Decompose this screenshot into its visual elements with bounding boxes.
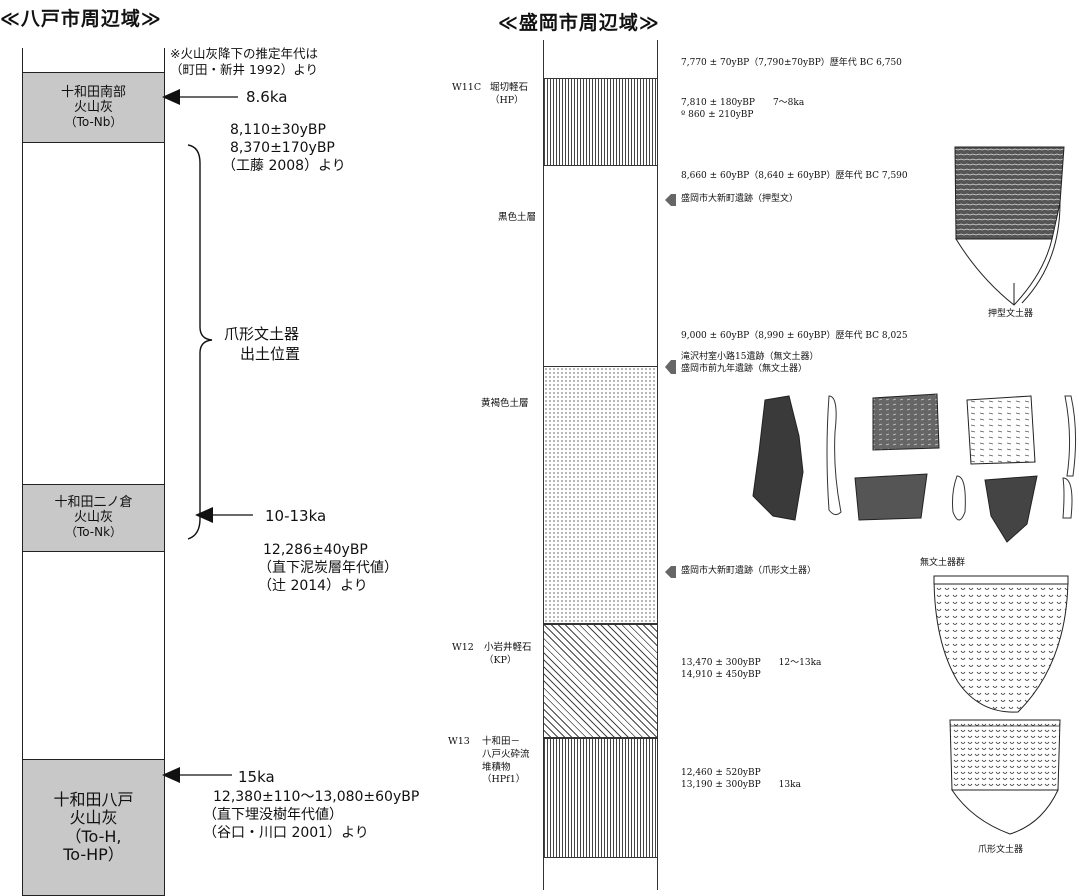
dates-10-13ka: 12,286±40yBP （直下泥炭層年代値） （辻 2014）より — [258, 541, 398, 596]
kp-pumice-layer — [543, 624, 658, 738]
date-line: º 860 ± 210yBP — [681, 110, 754, 121]
date-note: 7,770 ± 70yBP（7,790±70yBP）歴年代 BC 6,750 — [681, 58, 902, 68]
date-line: 8,110±30yBP — [230, 122, 326, 138]
date-line: （直下泥炭層年代値） — [258, 560, 398, 577]
hachinohe-title: ≪八戸市周辺域≫ — [0, 8, 162, 30]
layer-line: 火山灰 — [73, 510, 113, 526]
date-line: （工藤 2008）より — [222, 158, 346, 175]
pottery-caption: 押型文土器 — [988, 309, 1034, 319]
layer-line: 火山灰 — [73, 99, 113, 115]
to-nk-ash-layer: 十和田二ノ倉 火山灰 （To-Nk） — [22, 484, 165, 552]
site-label: 盛岡市大新町遺跡（爪形文土器） — [681, 566, 817, 576]
to-nb-ash-layer: 十和田南部 火山灰 （To-Nb） — [22, 72, 165, 143]
site-line: 盛岡市前九年遺跡（無文土器） — [681, 364, 808, 375]
age-15ka: 15ka — [238, 768, 275, 786]
brace-line: 爪形文土器 — [224, 325, 300, 343]
site-label: 盛岡市大新町遺跡（押型文） — [681, 194, 799, 204]
date-note: 8,660 ± 60yBP（8,640 ± 60yBP）歴年代 BC 7,590 — [681, 171, 908, 181]
age-10-13ka: 10-13ka — [265, 507, 327, 525]
to-h-ash-layer: 十和田八戸 火山灰 （To-H, To-HP） — [22, 759, 165, 896]
layer-name-hp: 堀切軽石 （HP） — [490, 82, 528, 108]
label-line: 十和田－ — [482, 736, 521, 747]
hachinohe-strat-column — [22, 48, 165, 894]
layer-name-hpf1: 十和田－ 八戸火砕流 堆積物 （HPf1） — [482, 736, 530, 787]
date-line: 7,810 ± 180yBP 7～8ka — [681, 98, 805, 108]
label-line: （HP） — [490, 94, 524, 106]
date-line: 8,370±170yBP — [230, 140, 335, 157]
label-line: 堀切軽石 — [490, 82, 529, 93]
note-line: （町田・新井 1992）より — [170, 62, 319, 78]
tsumegata-pottery-drawing-1 — [933, 575, 1069, 713]
site-line: 滝沢村室小路15遺跡（無文土器） — [681, 352, 819, 362]
date-line: 12,286±40yBP — [263, 542, 368, 558]
eruption-date-note: ※火山灰降下の推定年代は （町田・新井 1992）より — [170, 46, 318, 79]
arrow-15ka — [162, 767, 232, 783]
oshigata-pottery-drawing — [954, 146, 1065, 306]
arrow-8-6ka — [162, 89, 238, 105]
label-line: 堆積物 — [482, 761, 511, 773]
tsumegata-brace-label: 爪形文土器 出土位置 — [224, 324, 300, 365]
layer-line: （To-Nb） — [64, 114, 123, 129]
hpf1-flow-layer — [543, 738, 658, 858]
date-note: 7,810 ± 180yBP 7～8ka º 860 ± 210yBP — [681, 97, 804, 121]
pottery-caption: 爪形文土器 — [978, 845, 1024, 855]
note-line: ※火山灰降下の推定年代は — [170, 46, 318, 61]
layer-line: 十和田南部 — [60, 84, 126, 100]
yellow-brown-soil-layer — [543, 366, 658, 624]
date-note: 12,460 ± 520yBP 13,190 ± 300yBP 13ka — [681, 767, 801, 791]
mumon-pottery-drawings — [752, 393, 1077, 543]
tsumegata-brace — [187, 144, 213, 540]
age-8-6ka: 8.6ka — [246, 88, 288, 106]
layer-name-kp: 小岩井軽石 （KP） — [484, 642, 532, 668]
morioka-title: ≪盛岡市周辺域≫ — [498, 12, 660, 34]
date-line: 12,380±110～13,080±60yBP — [213, 789, 420, 805]
layer-line: 火山灰 — [69, 808, 118, 828]
layer-name-black-soil: 黒色土層 — [498, 212, 537, 223]
site-arrow — [665, 566, 676, 578]
layer-line: To-HP） — [63, 844, 124, 864]
site-arrow — [665, 360, 676, 374]
date-note: 13,470 ± 300yBP 12～13ka 14,910 ± 450yBP — [681, 657, 821, 681]
pottery-caption: 無文土器群 — [920, 558, 966, 568]
site-arrow — [665, 194, 676, 206]
label-line: （KP） — [484, 654, 517, 666]
brace-line: 出土位置 — [240, 345, 301, 364]
tsumegata-pottery-drawing-2 — [949, 719, 1061, 835]
site-label: 滝沢村室小路15遺跡（無文土器） 盛岡市前九年遺跡（無文土器） — [681, 351, 818, 375]
label-line: （HPf1） — [482, 774, 526, 786]
date-line: 12,460 ± 520yBP — [681, 768, 761, 778]
dates-8-6ka: 8,110±30yBP 8,370±170yBP （工藤 2008）より — [222, 121, 346, 176]
label-line: 小岩井軽石 — [484, 642, 532, 653]
layer-code-w11c: W11C — [452, 82, 482, 93]
layer-line: （To-H, — [65, 826, 122, 846]
date-line: 13,190 ± 300yBP 13ka — [681, 780, 801, 791]
layer-code-w13: W13 — [448, 736, 470, 747]
layer-line: 十和田二ノ倉 — [54, 495, 133, 511]
date-line: （辻 2014）より — [258, 578, 368, 595]
date-line: 13,470 ± 300yBP 12～13ka — [681, 658, 822, 668]
date-note: 9,000 ± 60yBP（8,990 ± 60yBP）歴年代 BC 8,025 — [681, 331, 908, 341]
label-line: 八戸火砕流 — [482, 748, 530, 760]
layer-line: （To-Nk） — [64, 525, 123, 540]
layer-line: 十和田八戸 — [53, 789, 134, 809]
hp-pumice-layer — [543, 78, 658, 166]
date-line: 14,910 ± 450yBP — [681, 670, 761, 681]
date-line: （直下埋没樹年代値） — [203, 807, 343, 824]
layer-name-yellow-soil: 黄褐色土層 — [481, 398, 529, 409]
arrow-10-13ka — [195, 507, 253, 523]
date-line: （谷口・川口 2001）より — [203, 825, 369, 842]
dates-15ka: 12,380±110～13,080±60yBP （直下埋没樹年代値） （谷口・川… — [203, 788, 419, 843]
layer-code-w12: W12 — [452, 642, 474, 653]
